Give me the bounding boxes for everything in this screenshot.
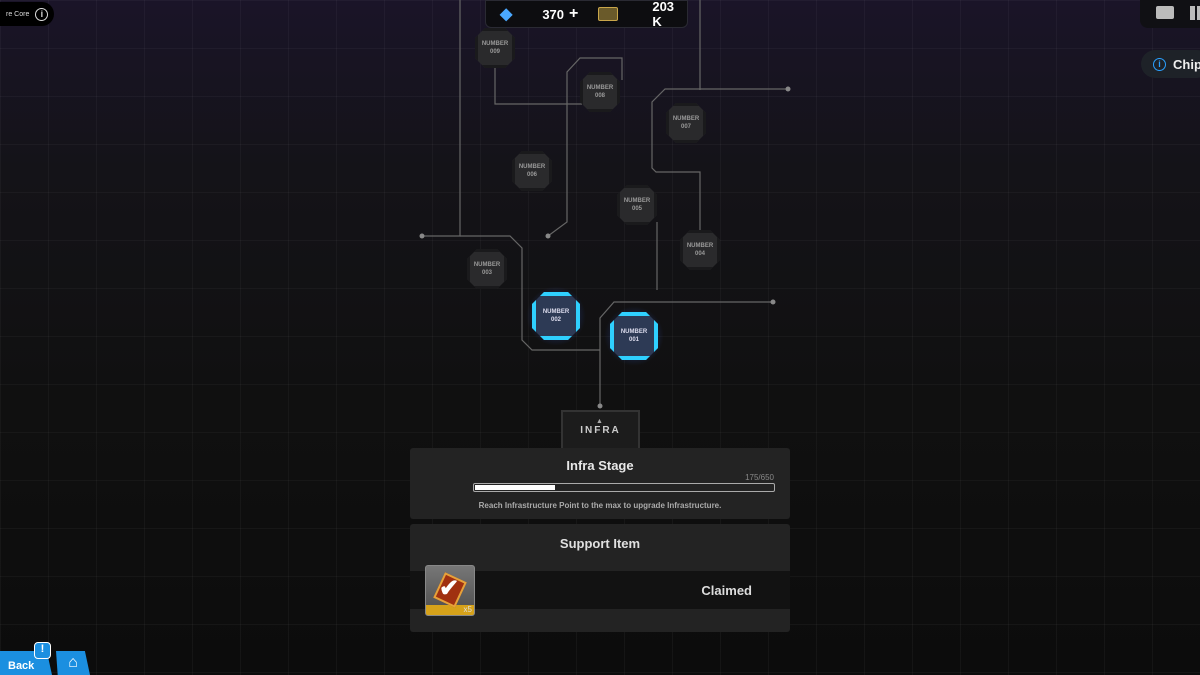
claimed-status: Claimed xyxy=(701,583,752,598)
node-004[interactable]: NUMBER 004 xyxy=(680,230,720,270)
checkmark-icon: ✔ xyxy=(439,575,460,602)
progress-fill xyxy=(475,485,556,490)
progress-text: 175/650 xyxy=(745,473,774,482)
add-gem-button[interactable]: + xyxy=(569,5,579,22)
node-009[interactable]: NUMBER 009 xyxy=(475,28,515,68)
node-number: 003 xyxy=(481,270,492,276)
node-005[interactable]: NUMBER 005 xyxy=(617,185,657,225)
stage-title: Infra Stage xyxy=(566,458,634,473)
node-label: NUMBER xyxy=(672,116,700,122)
chip-label: Chip xyxy=(1173,56,1200,72)
node-001[interactable]: NUMBER 001 xyxy=(610,312,658,360)
top-right-menu xyxy=(1140,0,1200,28)
node-007[interactable]: NUMBER 007 xyxy=(666,103,706,143)
node-number: 002 xyxy=(550,317,561,323)
node-label: NUMBER xyxy=(481,41,509,47)
node-label: NUMBER xyxy=(620,329,648,335)
node-number: 007 xyxy=(680,124,691,130)
grid-menu-icon[interactable] xyxy=(1190,6,1200,20)
support-item-icon[interactable]: ✔ x5 xyxy=(425,565,475,616)
gem-count: 370 xyxy=(542,6,565,22)
node-label: NUMBER xyxy=(686,243,714,249)
info-icon: i xyxy=(1153,57,1166,71)
currency-bar: ◆ 370 + 203 K xyxy=(485,0,688,29)
home-icon: ⌂ xyxy=(68,654,78,671)
infra-core-label: INFRA xyxy=(580,425,621,436)
node-label: NUMBER xyxy=(623,198,651,204)
mail-icon[interactable] xyxy=(1156,6,1174,19)
core-title-tag: re Core i xyxy=(0,2,55,26)
node-number: 001 xyxy=(628,337,639,343)
support-item-panel: Support Item Claimed ✔ x5 xyxy=(410,524,790,632)
node-number: 009 xyxy=(489,49,500,55)
node-number: 004 xyxy=(694,251,705,257)
progress-bar xyxy=(473,483,775,492)
back-label: Back xyxy=(8,660,35,672)
gem-icon: ◆ xyxy=(500,6,513,23)
node-006[interactable]: NUMBER 006 xyxy=(512,151,552,191)
node-label: NUMBER xyxy=(542,309,570,315)
item-quantity: x5 xyxy=(463,605,472,614)
node-label: NUMBER xyxy=(518,164,546,170)
up-arrow-icon: ▲ xyxy=(596,418,605,425)
infra-core-node[interactable]: ▲INFRA xyxy=(561,410,640,450)
core-title: re Core xyxy=(6,10,30,18)
node-number: 006 xyxy=(526,172,537,178)
info-icon[interactable]: i xyxy=(35,7,49,21)
node-label: NUMBER xyxy=(586,85,614,91)
stage-hint: Reach Infrastructure Point to the max to… xyxy=(478,501,722,510)
infra-stage-panel: Infra Stage 175/650 Reach Infrastructure… xyxy=(410,448,790,519)
badge-text: ! xyxy=(40,643,45,655)
notification-badge: ! xyxy=(34,642,51,659)
node-number: 008 xyxy=(594,93,605,99)
credit-count: 203 K xyxy=(652,0,675,29)
node-003[interactable]: NUMBER 003 xyxy=(467,249,507,289)
support-title: Support Item xyxy=(559,536,641,551)
credit-icon xyxy=(598,7,619,21)
chip-button[interactable]: i Chip xyxy=(1141,50,1200,78)
node-number: 005 xyxy=(631,206,642,212)
node-008[interactable]: NUMBER 008 xyxy=(580,72,620,112)
node-002[interactable]: NUMBER 002 xyxy=(532,292,580,340)
node-label: NUMBER xyxy=(473,262,501,268)
home-button[interactable]: ⌂ xyxy=(56,651,90,675)
